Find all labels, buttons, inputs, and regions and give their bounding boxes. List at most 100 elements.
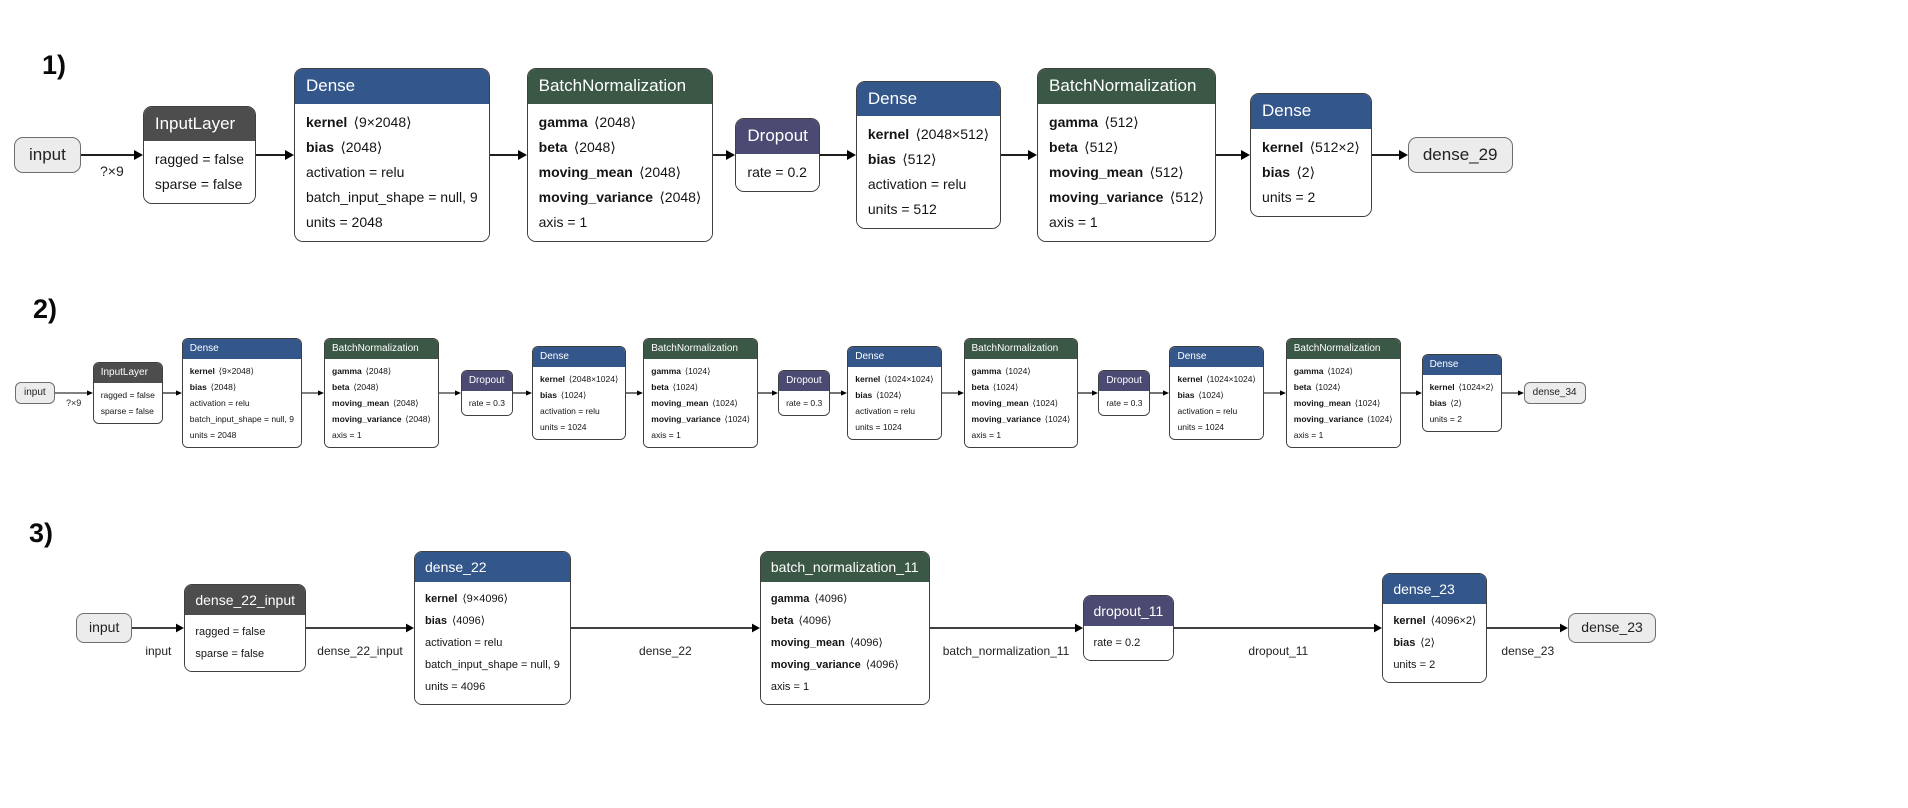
param-value: units = 1024 [855,422,902,433]
layer-param: axis = 1 [1294,427,1393,443]
param-value: ⟨1024⟩ [1367,414,1393,425]
layer-title: InputLayer [143,106,255,142]
param-name: moving_mean [1049,163,1144,180]
layer-title: Dense [1422,354,1501,376]
layer-param: kernel⟨2048×1024⟩ [540,371,618,387]
layer-params: ragged = false sparse = false [93,383,162,424]
param-name: bias [306,138,335,155]
layer-params: gamma⟨1024⟩beta⟨1024⟩moving_mean⟨1024⟩mo… [644,359,758,448]
layer-param: moving_mean⟨512⟩ [1049,160,1204,185]
param-value: activation = relu [867,176,967,193]
param-value: axis = 1 [538,213,588,230]
layer-param: batch_input_shape = null, 9 [306,185,478,210]
layer-param: activation = relu [190,395,294,411]
layer-title: dense_23 [1383,573,1487,605]
layer-param: beta⟨4096⟩ [771,610,919,632]
layer-title: BatchNormalization [1038,69,1216,104]
terminal-node-dense-29: dense_29 [1407,137,1513,173]
arrow-icon [819,150,856,160]
layer-param: kernel⟨9×2048⟩ [306,110,478,135]
layer-param: bias⟨1024⟩ [1177,387,1255,403]
param-value: ⟨2048×512⟩ [915,126,990,143]
layer-node-dropout: Dropout rate = 0.2 [735,118,820,192]
layer-param: axis = 1 [972,427,1071,443]
layer-title: batch_normalization_11 [760,551,929,583]
param-name: kernel [867,126,910,143]
arrow-connector: dense_22_input [306,620,415,658]
arrow-icon [438,390,461,396]
layer-title: Dropout [461,370,512,392]
arrow-icon [626,390,644,396]
param-name: kernel [189,366,215,377]
param-value: sparse = false [154,176,243,193]
param-value: rate = 0.3 [468,398,505,409]
param-name: moving_mean [971,398,1029,409]
edge-label: input [145,644,172,658]
layer-param: gamma⟨1024⟩ [651,363,750,379]
edge-label: batch_normalization_11 [942,644,1070,658]
param-name: gamma [770,593,810,606]
param-value: ⟨1024⟩ [1198,390,1224,401]
param-name: moving_variance [1293,414,1364,425]
param-value: ⟨2048⟩ [353,382,379,393]
arrow-icon [1001,150,1038,160]
arrow-connector [819,147,856,163]
param-value: ⟨1024⟩ [1354,398,1381,409]
layer-title: Dense [848,346,941,368]
arrow-icon [1150,390,1170,396]
param-value: ⟨1024⟩ [1044,414,1071,425]
arrow-connector [162,385,182,401]
layer-param: gamma⟨512⟩ [1049,110,1204,135]
param-value: ⟨2048⟩ [392,398,419,409]
layer-param: gamma⟨1024⟩ [972,363,1071,379]
layer-param: kernel⟨1024×1024⟩ [855,371,933,387]
layer-param: units = 1024 [1177,419,1255,435]
layer-param: kernel⟨9×4096⟩ [425,588,560,610]
arrow-icon [713,150,736,160]
param-value: activation = relu [306,163,405,180]
layer-params: gamma⟨2048⟩beta⟨2048⟩moving_mean⟨2048⟩mo… [527,103,713,241]
param-value: ragged = false [100,390,155,401]
param-value: units = 2048 [189,430,237,441]
layer-title: BatchNormalization [1286,338,1400,360]
param-value: rate = 0.2 [747,163,807,180]
param-name: kernel [1393,615,1426,628]
param-name: bias [1393,637,1416,650]
arrow-icon [758,390,779,396]
param-value: ⟨2048⟩ [659,188,702,205]
param-value: ⟨1024⟩ [992,382,1019,393]
layer-title: dense_22 [415,551,570,583]
layer-params: rate = 0.3 [1099,391,1150,416]
param-name: gamma [651,366,682,377]
layer-param: axis = 1 [1049,210,1204,235]
param-value: units = 2048 [306,213,383,230]
layer-title: BatchNormalization [527,69,713,104]
layer-param: rate = 0.3 [786,395,822,411]
arrow-icon [302,390,325,396]
layer-params: kernel⟨1024×1024⟩bias⟨1024⟩activation = … [1170,367,1263,440]
param-name: gamma [971,366,1002,377]
param-value: axis = 1 [332,430,362,441]
arrow-connector [1078,385,1099,401]
param-name: gamma [332,366,362,377]
arrow-connector [1263,385,1286,401]
arrow-icon [80,150,143,160]
param-value: ragged = false [195,626,266,639]
layer-param: bias⟨2048⟩ [190,379,294,395]
param-value: units = 1024 [539,422,587,433]
layer-node-dropout: Dropout rate = 0.3 [460,369,513,417]
arrow-icon [256,150,294,160]
edge-label: ?×9 [66,398,82,408]
param-value: activation = relu [189,398,250,409]
layer-param: sparse = false [101,403,155,419]
arrow-connector: ?×9 [80,147,143,179]
layer-title: Dropout [736,119,819,154]
layer-param: gamma⟨2048⟩ [539,110,702,135]
arrow-icon [1371,150,1408,160]
